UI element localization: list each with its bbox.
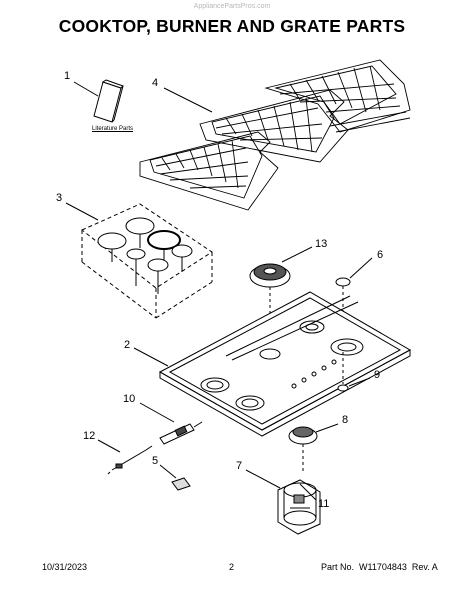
wire-12-drawing [107,445,153,475]
page-title: COOKTOP, BURNER AND GRATE PARTS [58,16,406,36]
callout-5: 5 [152,455,159,467]
footer-page-number: 2 [229,562,235,572]
grates-drawing [139,59,411,211]
leader-line-11 [299,483,317,501]
literature-parts-label: Literature Parts [92,126,134,132]
leader-line-10 [139,402,175,423]
leader-line-1 [73,81,99,97]
leader-line-9 [348,377,371,387]
valve-assembly-7-drawing [277,479,321,535]
clip-5-drawing [171,477,191,491]
leader-line-3 [65,202,99,221]
leader-line-12 [97,439,121,453]
cooktop-panel-drawing [158,291,412,437]
callout-9: 9 [374,369,381,381]
leader-line-2 [133,347,169,367]
igniter-10-drawing [159,421,203,445]
burner-caps-drawing [81,203,213,319]
callout-2: 2 [124,339,131,351]
watermark: AppliancePartsPros.com [193,3,271,10]
leader-line-6 [349,257,373,279]
callout-12: 12 [83,430,96,442]
footer-part-number: Part No. W11704843 Rev. A [321,562,438,572]
callout-1: 1 [64,70,71,82]
callout-4: 4 [152,77,159,89]
footer-date: 10/31/2023 [42,562,88,572]
burner-13-drawing [249,263,291,330]
literature-booklet-drawing [93,79,124,123]
callout-11: 11 [318,498,330,510]
leader-line-7 [245,469,281,489]
leader-line-13 [281,246,313,263]
leader-line-4 [163,87,213,113]
burner-8-drawing [288,426,318,472]
foot-9-drawing [337,352,349,392]
callout-8: 8 [342,414,349,426]
callout-3: 3 [56,192,63,204]
callout-13: 13 [315,238,328,250]
leader-line-5 [159,464,177,479]
callout-7: 7 [236,460,243,472]
leader-line-8 [315,423,339,433]
callout-6: 6 [377,249,384,261]
callout-10: 10 [123,393,136,405]
